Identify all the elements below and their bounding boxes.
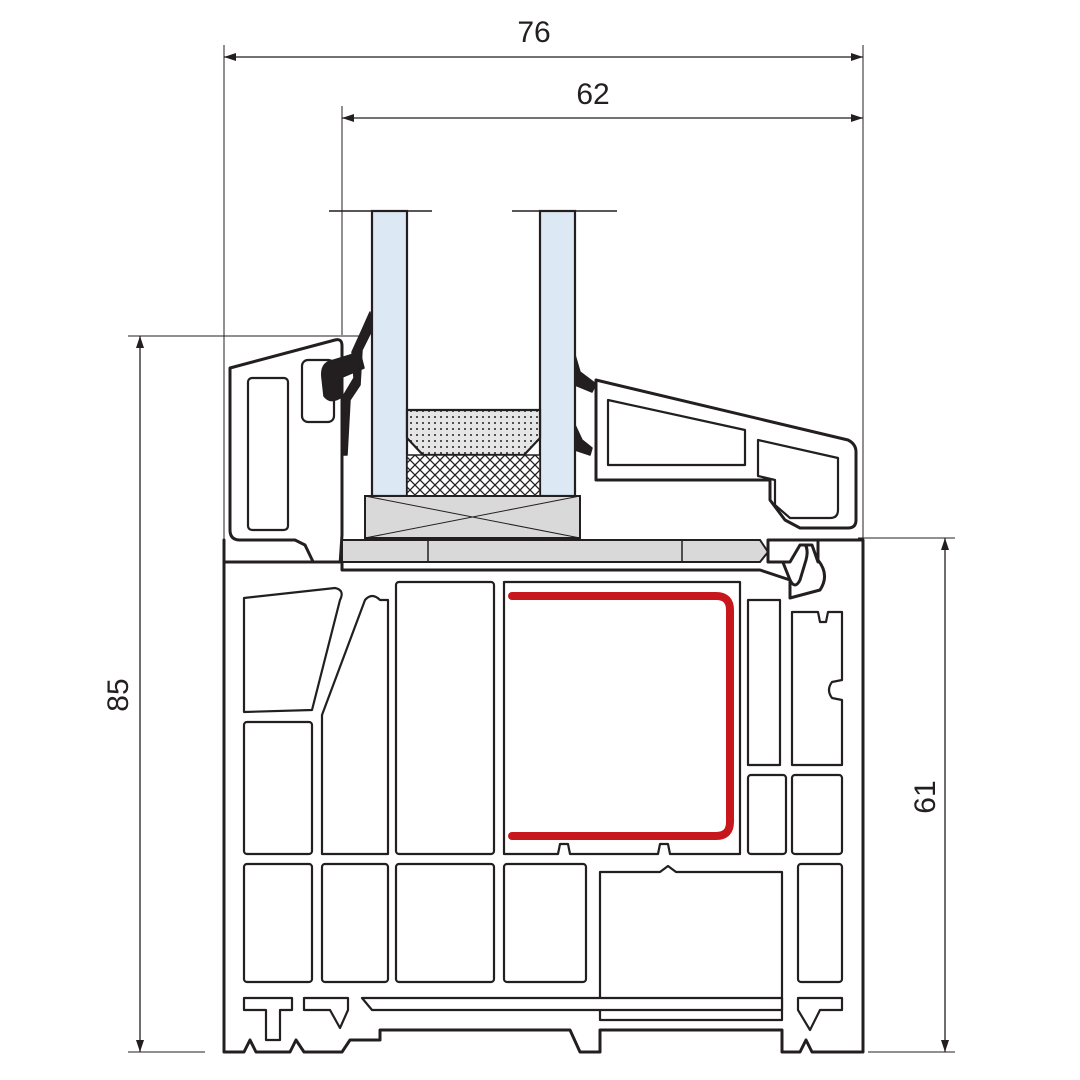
inner-gasket-lower — [574, 424, 593, 456]
glazing-block — [364, 495, 581, 539]
outer-glass-pane — [370, 209, 409, 498]
overall-width-label: 76 — [517, 16, 550, 49]
dimension-overall-height: 85 — [102, 335, 365, 1053]
overall-height-label: 85 — [102, 678, 135, 711]
reinforcement-chamber — [502, 580, 742, 856]
spacer-bar — [405, 408, 542, 457]
inner-gasket-upper — [574, 354, 597, 393]
frame-profile — [222, 538, 865, 1054]
secondary-seal — [406, 454, 541, 497]
frame-height-label: 61 — [909, 780, 942, 813]
outer-gasket — [341, 311, 373, 456]
glazing-width-label: 62 — [576, 78, 609, 111]
dimension-glazing-width: 62 — [341, 78, 863, 335]
sash-profile — [228, 338, 858, 587]
sash-bottom-bar — [341, 538, 860, 564]
outer-gasket-bulb — [321, 351, 365, 402]
glazing-unit — [329, 209, 617, 539]
inner-glass-pane — [538, 209, 577, 498]
steel-reinforcement — [508, 592, 734, 840]
dimension-frame-height: 61 — [858, 537, 955, 1053]
gaskets — [321, 311, 597, 456]
